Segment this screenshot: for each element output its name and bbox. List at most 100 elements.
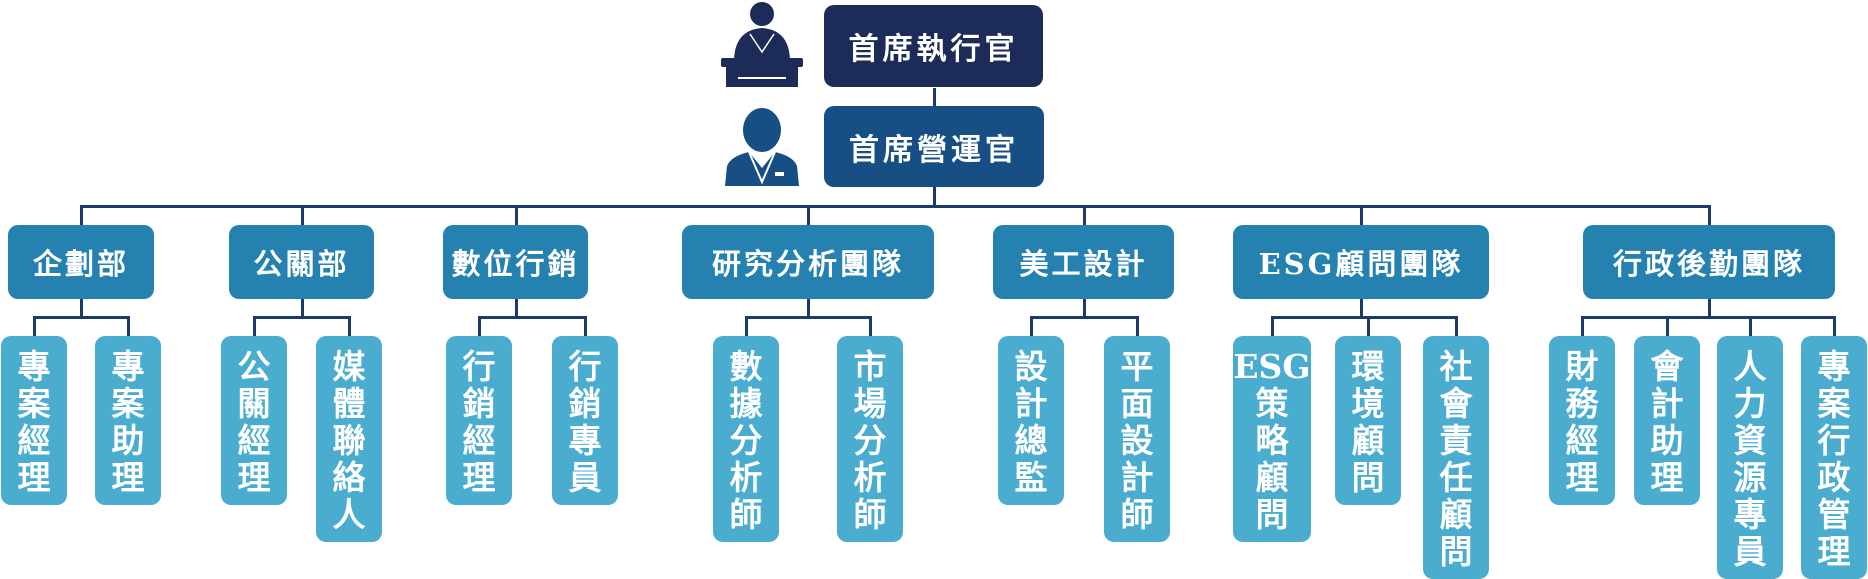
role-title-char: 任 — [1439, 458, 1473, 497]
connector-department-down — [807, 299, 810, 318]
role-title-char: 行 — [1817, 421, 1851, 460]
ceo-title: 首席執行官 — [848, 32, 1019, 67]
role-title-char: 理 — [111, 458, 145, 497]
connector-ceo-coo — [933, 88, 936, 106]
role-title-char: 案 — [17, 384, 51, 423]
role-box: 數據分析師 — [713, 336, 779, 542]
role-title-char: 經 — [237, 421, 271, 460]
role-title-char: 銷 — [568, 384, 602, 423]
role-box: 專案行政管理 — [1801, 336, 1867, 579]
role-title-char: 境 — [1351, 384, 1385, 423]
department-name: 美工設計 — [1019, 247, 1148, 281]
role-box: 專案經理 — [1, 336, 67, 505]
role-box: 人力資源專員 — [1717, 336, 1783, 579]
connector-to-role — [1833, 316, 1836, 336]
role-title-char: 體 — [332, 384, 366, 423]
role-title-char: 專 — [17, 347, 51, 386]
role-box: 行銷經理 — [446, 336, 512, 505]
connector-department-down — [514, 299, 518, 318]
role-title-char: 計 — [1650, 384, 1684, 423]
role-title-char: 源 — [1733, 458, 1767, 497]
role-title-char: 責 — [1439, 421, 1473, 460]
role-title-char: 析 — [729, 458, 763, 497]
role-title-char: 理 — [1565, 458, 1599, 497]
department-box: 美工設計 — [993, 225, 1174, 299]
role-title-char: 平 — [1120, 347, 1154, 386]
connector-to-role — [1455, 316, 1458, 336]
role-title-char: 員 — [1733, 532, 1767, 571]
role-title-char: 顧 — [1255, 458, 1289, 497]
role-title-char: 人 — [332, 495, 366, 534]
connector-department-down — [1708, 299, 1711, 318]
role-box: 社會責任顧問 — [1423, 336, 1489, 579]
role-title-char: 析 — [853, 458, 887, 497]
role-title-char: 會 — [1650, 347, 1684, 386]
department-name: 研究分析團隊 — [711, 247, 904, 281]
role-title-char: 設 — [1014, 347, 1048, 386]
department-box: 公關部 — [229, 225, 374, 299]
role-box: 公關經理 — [221, 336, 287, 505]
role-title-char: 員 — [568, 458, 602, 497]
connector-to-role — [253, 316, 256, 336]
role-title-char: 行 — [568, 347, 602, 386]
role-title-char: 策 — [1255, 384, 1289, 423]
role-title-char: 計 — [1014, 384, 1048, 423]
department-box: 研究分析團隊 — [682, 225, 934, 299]
role-box: 設計總監 — [998, 336, 1064, 505]
role-title-char: 略 — [1255, 421, 1289, 460]
role-title-char: 理 — [462, 458, 496, 497]
role-title-char: 經 — [17, 421, 51, 460]
connector-to-department — [80, 206, 83, 225]
role-title-char: 專 — [111, 347, 145, 386]
role-title-char: 銷 — [462, 384, 496, 423]
connector-to-role — [745, 316, 748, 336]
role-title-char: 專 — [568, 421, 602, 460]
role-box: 平面設計師 — [1104, 336, 1170, 542]
connector-department-down — [300, 299, 304, 318]
role-title-char: 數 — [729, 347, 763, 386]
role-title-char: 絡 — [332, 458, 366, 497]
connector-to-department — [300, 206, 304, 225]
connector-roles-horizontal — [1581, 316, 1836, 319]
role-title-char: 環 — [1351, 347, 1385, 386]
role-title-char: 顧 — [1439, 495, 1473, 534]
role-title-char: 計 — [1120, 458, 1154, 497]
role-title-char: 行 — [462, 347, 496, 386]
role-title-char: 分 — [853, 421, 887, 460]
connector-roles-horizontal — [1030, 316, 1139, 319]
role-title-char: 面 — [1120, 384, 1154, 423]
role-box: 專案助理 — [95, 336, 161, 505]
connector-department-down — [80, 299, 83, 318]
connector-to-role — [1030, 316, 1033, 336]
role-title-char: 專 — [1817, 347, 1851, 386]
connector-to-role — [1749, 316, 1752, 336]
connector-to-role — [127, 316, 130, 336]
connector-department-down — [1360, 299, 1363, 318]
role-title-char: 監 — [1014, 458, 1048, 497]
role-title-char: 師 — [1120, 495, 1154, 534]
role-title-char: 會 — [1439, 384, 1473, 423]
role-box: 財務經理 — [1549, 336, 1615, 505]
role-title-char: 問 — [1255, 495, 1289, 534]
role-title-char: 總 — [1014, 421, 1048, 460]
connector-to-role — [1271, 316, 1274, 336]
connector-roles-horizontal — [253, 316, 351, 319]
role-title-char: ESG — [1233, 347, 1311, 386]
department-name: 企劃部 — [32, 247, 129, 281]
role-title-char: 案 — [1817, 384, 1851, 423]
role-title-char: 理 — [1650, 458, 1684, 497]
role-title-char: 人 — [1733, 347, 1767, 386]
connector-to-department — [514, 206, 518, 225]
role-title-char: 經 — [462, 421, 496, 460]
department-name: 行政後勤團隊 — [1612, 247, 1805, 281]
role-title-char: 理 — [237, 458, 271, 497]
department-box: 數位行銷 — [443, 225, 588, 299]
role-title-char: 市 — [853, 347, 887, 386]
ceo-at-podium-icon — [720, 0, 804, 88]
department-name: 數位行銷 — [451, 247, 580, 281]
connector-roles-horizontal — [1271, 316, 1458, 319]
role-title-char: 媒 — [332, 347, 366, 386]
connector-to-role — [33, 316, 36, 336]
role-title-char: 場 — [853, 384, 887, 423]
